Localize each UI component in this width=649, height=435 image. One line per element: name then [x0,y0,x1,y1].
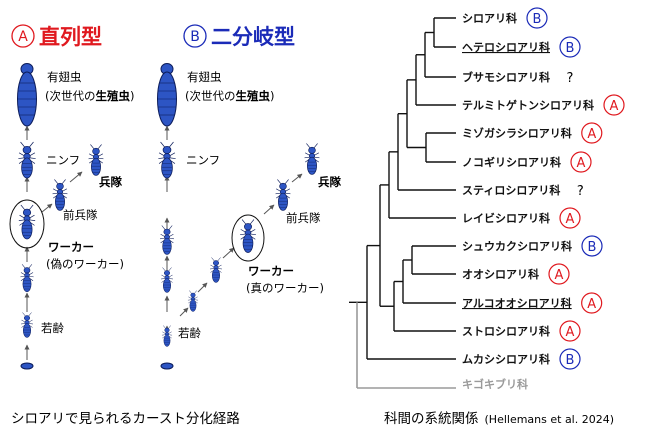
worker-highlight-a [9,199,45,249]
panel-b-title: 二分岐型 [211,25,295,49]
soldier-b [304,143,320,175]
larva-column-b-1 [160,267,174,293]
panel-b: B 二分岐型 有翅虫 (次世代の生殖虫) [157,24,341,370]
worker-b [239,219,257,253]
type-b-badge [526,7,548,29]
type-mark-letter: B [533,12,542,27]
family-label: ノコギリシロアリ科 [462,155,561,169]
larva2-a [20,263,34,293]
unknown-mark: ? [567,71,574,86]
soldier-label-a: 兵隊 [99,175,122,189]
family-label: シュウカクシロアリ科 [462,239,572,253]
left-caption: シロアリで見られるカースト分化経路 [11,411,240,427]
type-mark-letter: B [566,41,575,56]
family-label: アルコオオシロアリ科 [462,296,572,310]
egg-b [160,362,174,370]
type-mark-letter: A [566,325,575,340]
panel-a-title: 直列型 [39,25,102,49]
nymph-a [18,141,36,179]
badge-a-circle [11,24,35,48]
unknown-mark: ? [577,184,584,199]
worker-label-a: ワーカー [48,240,94,254]
presoldier-label-b: 前兵隊 [286,211,321,225]
alate-label-b: 有翅虫 [187,70,222,84]
alate-sub-label-b: (次世代の生殖虫) [185,89,275,103]
family-labels: シロアリ科 B ヘテロシロアリ科 B ブサモシロアリ科? テルミトゲトンシロアリ科 A ミゾガ… [462,7,625,370]
soldier-label-b: 兵隊 [318,175,341,189]
type-b-badge [559,348,581,370]
worker-note-b: (真のワーカー) [246,281,324,295]
type-mark-letter: A [566,212,575,227]
type-b-badge [559,36,581,58]
presoldier-b [275,179,291,211]
family-label: レイビシロアリ科 [462,211,550,225]
alate-label-a: 有翅虫 [47,70,82,84]
soldier-a [88,144,104,176]
type-mark-letter: B [566,353,575,368]
nymph-label-a: ニンフ [46,153,80,167]
type-a-badge [581,122,603,144]
family-label: ミゾガシラシロアリ科 [462,126,572,140]
badge-b-letter: B [190,29,200,45]
type-mark-letter: B [588,240,597,255]
nymph-label-b: ニンフ [186,153,220,167]
badge-a-letter: A [18,29,28,45]
type-mark-letter: A [577,156,586,171]
type-a-badge [548,263,570,285]
type-mark-letter: A [555,268,564,283]
type-a-badge [603,94,625,116]
phylogeny-tree [349,17,456,389]
family-label: スティロシロアリ科 [462,183,560,197]
family-label: オオシロアリ科 [462,267,539,281]
family-label: ムカシシロアリ科 [462,352,550,366]
right-caption: 科間の系統関係(Hellemans et al. 2024) [384,411,614,427]
nymph-b [158,141,176,179]
alate-a [17,63,37,127]
egg-a [20,362,34,370]
family-label: テルミトゲトンシロアリ科 [462,98,594,112]
type-mark-letter: A [610,99,619,114]
presoldier-a [52,179,68,211]
worker-a [18,204,36,240]
type-b-badge [581,235,603,257]
type-mark-letter: A [587,127,596,142]
type-a-badge [570,151,592,173]
type-a-badge [581,292,603,314]
type-mark-letter: A [587,297,596,312]
presoldier-label-a: 前兵隊 [63,208,98,222]
larva-label-a: 若齢 [41,321,64,335]
family-label: ブサモシロアリ科 [462,70,550,84]
larva-b [161,325,173,347]
panel-a: A 直列型 有翅虫 (次世代の生殖虫) ニンフ 兵隊 前兵隊 ワーカー [9,24,135,370]
family-label: ストロシロアリ科 [462,324,550,338]
type-a-badge [559,207,581,229]
type-a-badge [559,320,581,342]
larva-label-b: 若齢 [178,326,201,340]
outgroup-label: キゴキブリ科 [462,377,528,391]
family-label: シロアリ科 [462,11,517,25]
badge-b-circle [183,24,207,48]
family-label: ヘテロシロアリ科 [462,40,550,54]
worker-note-a: (偽のワーカー) [46,257,124,271]
worker-label-b: ワーカー [248,264,294,278]
alate-sub-label-a: (次世代の生殖虫) [45,89,135,103]
larva-column-b-2 [159,225,175,255]
alate-b [157,63,177,127]
larva-diagonal-b-2 [209,257,223,283]
worker-highlight-b [231,214,265,262]
larva-diagonal-b-1 [187,290,199,312]
larva-a [20,312,34,338]
